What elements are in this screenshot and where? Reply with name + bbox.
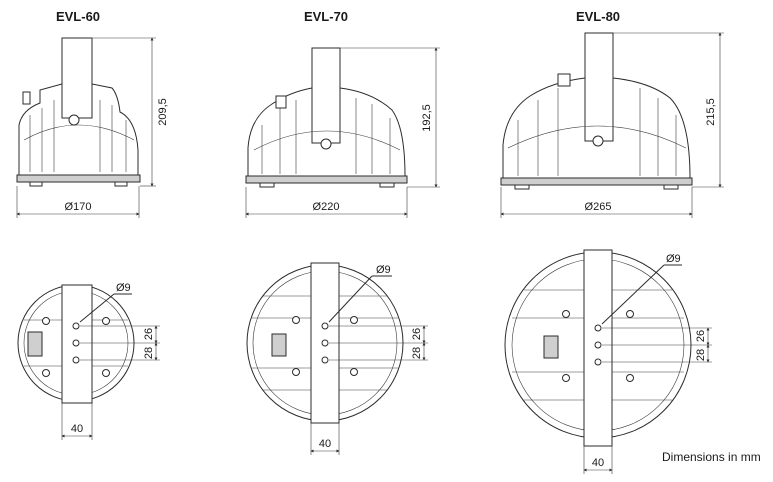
evl-60-bracket-label: 40 [71, 423, 83, 435]
evl-70-side-view: EVL-70 192,5 Ø220 [245, 9, 440, 218]
evl-60-spacing-label-1: 26 [143, 328, 155, 340]
evl-80-hole-label: Ø9 [666, 253, 681, 265]
evl-70-top-gland [271, 333, 287, 357]
evl-70-width-label: Ø220 [313, 201, 340, 213]
evl-70-height-label: 192,5 [421, 104, 433, 132]
evl-60-spacing-label-2: 28 [143, 347, 155, 359]
evl-60-width-label: Ø170 [65, 201, 92, 213]
evl-60-top-gland [27, 331, 43, 357]
evl-70-spacing-label-2: 28 [411, 347, 423, 359]
evl-80-width-label: Ø265 [585, 201, 612, 213]
evl-80-pivot [592, 135, 604, 147]
evl-80-spacing-label-2: 28 [695, 349, 707, 361]
evl-80-top-gland [543, 335, 559, 359]
evl-70-pivot [320, 138, 332, 150]
evl-60-cable-gland [22, 91, 31, 105]
evl-70-bracket-label: 40 [319, 438, 331, 450]
model-title-evl-70: EVL-70 [304, 9, 348, 24]
evl-80-spacing-label-1: 26 [695, 330, 707, 342]
evl-60-base [16, 174, 141, 183]
evl-70-cable-gland [275, 95, 287, 109]
evl-70-spacing-label-1: 26 [411, 328, 423, 340]
evl-60-height-label: 209,5 [157, 98, 169, 126]
evl-80-mounting-bracket [584, 32, 614, 142]
evl-60-top-view: Ø9 26 28 40 [17, 282, 160, 440]
evl-80-height-label: 215,5 [705, 98, 717, 126]
evl-80-cable-gland [557, 73, 571, 87]
evl-70-hole-label: Ø9 [376, 264, 391, 276]
evl-60-hole-label: Ø9 [116, 282, 131, 294]
model-title-evl-60: EVL-60 [56, 9, 100, 24]
evl-80-side-view: EVL-80 215,5 Ø265 [500, 9, 724, 218]
evl-70-base [245, 175, 408, 184]
evl-80-top-view: Ø9 26 28 40 [504, 249, 712, 474]
evl-70-mounting-bracket [311, 47, 341, 144]
units-note: Dimensions in mm [662, 450, 761, 464]
model-title-evl-80: EVL-80 [576, 9, 620, 24]
evl-60-pivot [68, 114, 80, 126]
evl-80-base [500, 177, 693, 186]
evl-60-mounting-bracket [61, 37, 93, 119]
evl-60-side-view: EVL-60 209,5 Ø170 [16, 9, 169, 218]
evl-80-bracket-label: 40 [592, 457, 604, 469]
evl-70-top-view: Ø9 26 28 40 [246, 262, 428, 455]
